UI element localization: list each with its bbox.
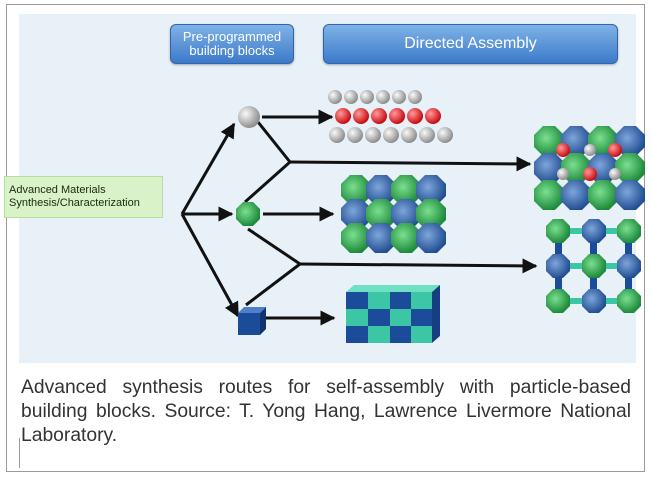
directed-assembly-label: Directed Assembly	[404, 35, 537, 52]
octahedron-lattice	[341, 175, 446, 253]
caption-left-rule	[19, 438, 20, 468]
figure-caption: Advanced synthesis routes for self-assem…	[21, 377, 631, 446]
branch-cube-up	[245, 262, 301, 307]
sphere-building-block	[238, 106, 260, 128]
arrow-binary-lattice	[289, 156, 532, 172]
arrow-to-sphere	[180, 122, 236, 215]
cube-building-block	[238, 307, 266, 335]
building-blocks-label: Pre-programmed building blocks	[182, 29, 282, 58]
source-box: Advanced Materials Synthesis/Characteriz…	[4, 176, 163, 218]
branch-sphere	[256, 121, 292, 163]
bridged-lattice	[546, 219, 641, 313]
octahedron-building-block	[236, 202, 260, 226]
building-blocks-header: Pre-programmed building blocks	[170, 24, 294, 64]
directed-assembly-header: Directed Assembly	[323, 24, 618, 64]
source-line-2: Synthesis/Characterization	[9, 197, 140, 209]
cube-lattice	[346, 285, 440, 343]
arrow-to-cube	[180, 213, 240, 318]
sphere-lattice	[328, 90, 453, 143]
source-line-1: Advanced Materials	[9, 184, 106, 196]
arrow-bridged-lattice	[299, 258, 538, 274]
branch-octa-up	[244, 160, 291, 204]
branch-octa-down	[247, 227, 301, 266]
pathway-arrows	[180, 109, 538, 326]
binary-superlattice	[534, 126, 645, 210]
